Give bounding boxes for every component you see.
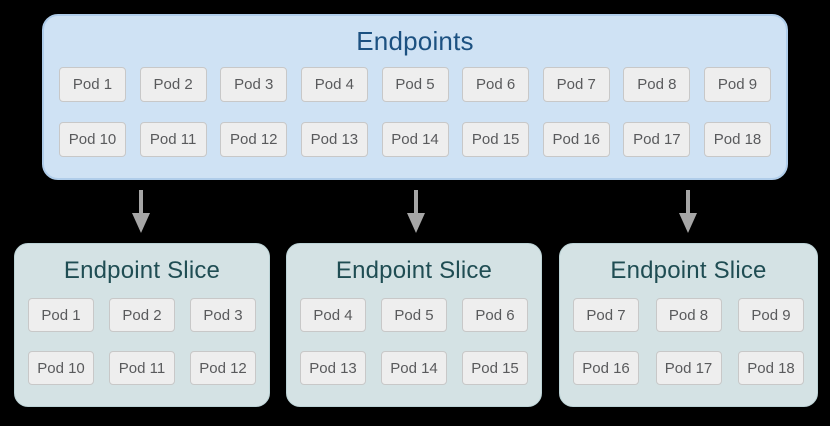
pod-box: Pod 18 bbox=[738, 351, 804, 385]
pod-box: Pod 14 bbox=[381, 351, 447, 385]
slice-pod-row-1: Pod 7 Pod 8 Pod 9 bbox=[573, 298, 804, 332]
pod-box: Pod 18 bbox=[704, 122, 771, 157]
pod-box: Pod 11 bbox=[139, 122, 207, 157]
pod-box: Pod 13 bbox=[300, 122, 368, 157]
pod-box: Pod 6 bbox=[462, 67, 530, 102]
pod-box: Pod 8 bbox=[623, 67, 691, 102]
down-arrow-icon bbox=[679, 190, 697, 234]
pod-box: Pod 16 bbox=[573, 351, 639, 385]
slice-pod-row-2: Pod 16 Pod 17 Pod 18 bbox=[573, 351, 804, 385]
pod-box: Pod 12 bbox=[190, 351, 256, 385]
pod-box: Pod 1 bbox=[28, 298, 94, 332]
endpoint-slice-title: Endpoint Slice bbox=[63, 257, 221, 284]
pod-box: Pod 5 bbox=[381, 298, 447, 332]
pod-box: Pod 17 bbox=[655, 351, 722, 385]
pod-box: Pod 9 bbox=[738, 298, 804, 332]
slice-pod-row-2: Pod 10 Pod 11 Pod 12 bbox=[28, 351, 256, 385]
endpoints-pod-row-1: Pod 1 Pod 2 Pod 3 Pod 4 Pod 5 Pod 6 Pod 7 Pod 8… bbox=[59, 67, 771, 102]
pod-box: Pod 17 bbox=[623, 122, 691, 157]
slice-pod-row-2: Pod 13 Pod 14 Pod 15 bbox=[300, 351, 528, 385]
pod-box: Pod 6 bbox=[462, 298, 528, 332]
endpoints-pod-row-2: Pod 10 Pod 11 Pod 12 Pod 13 Pod 14 Pod 15 Pod … bbox=[59, 122, 771, 157]
pod-box: Pod 9 bbox=[704, 67, 771, 102]
pod-box: Pod 8 bbox=[655, 298, 722, 332]
pod-box: Pod 11 bbox=[109, 351, 175, 385]
pod-box: Pod 1 bbox=[59, 67, 126, 102]
arrow-head bbox=[407, 213, 425, 233]
arrow-head bbox=[679, 213, 697, 233]
pod-box: Pod 15 bbox=[462, 351, 528, 385]
pod-box: Pod 4 bbox=[300, 298, 366, 332]
endpoints-box: Endpoints Pod 1 Pod 2 Pod 3 Pod 4 Pod 5 Pod 6… bbox=[42, 14, 788, 180]
pod-box: Pod 3 bbox=[220, 67, 288, 102]
arrow-stem bbox=[139, 190, 143, 213]
pod-box: Pod 7 bbox=[542, 67, 610, 102]
endpoint-slice-title: Endpoint Slice bbox=[610, 257, 767, 284]
down-arrow-icon bbox=[132, 190, 150, 234]
pod-box: Pod 2 bbox=[139, 67, 207, 102]
pod-box: Pod 13 bbox=[300, 351, 366, 385]
arrow-head bbox=[132, 213, 150, 233]
pod-box: Pod 14 bbox=[381, 122, 449, 157]
pod-box: Pod 10 bbox=[28, 351, 94, 385]
pod-box: Pod 10 bbox=[59, 122, 126, 157]
pod-box: Pod 15 bbox=[462, 122, 530, 157]
pod-box: Pod 5 bbox=[381, 67, 449, 102]
down-arrow-icon bbox=[407, 190, 425, 234]
slice-pod-row-1: Pod 4 Pod 5 Pod 6 bbox=[300, 298, 528, 332]
pod-box: Pod 4 bbox=[300, 67, 368, 102]
arrow-stem bbox=[414, 190, 418, 213]
pod-box: Pod 3 bbox=[190, 298, 256, 332]
pod-box: Pod 12 bbox=[220, 122, 288, 157]
pod-box: Pod 2 bbox=[109, 298, 175, 332]
pod-box: Pod 7 bbox=[573, 298, 639, 332]
endpoints-title: Endpoints bbox=[356, 26, 474, 56]
endpoint-slice-title: Endpoint Slice bbox=[335, 257, 493, 284]
pod-box: Pod 16 bbox=[542, 122, 610, 157]
arrow-stem bbox=[686, 190, 690, 213]
slice-pod-row-1: Pod 1 Pod 2 Pod 3 bbox=[28, 298, 256, 332]
